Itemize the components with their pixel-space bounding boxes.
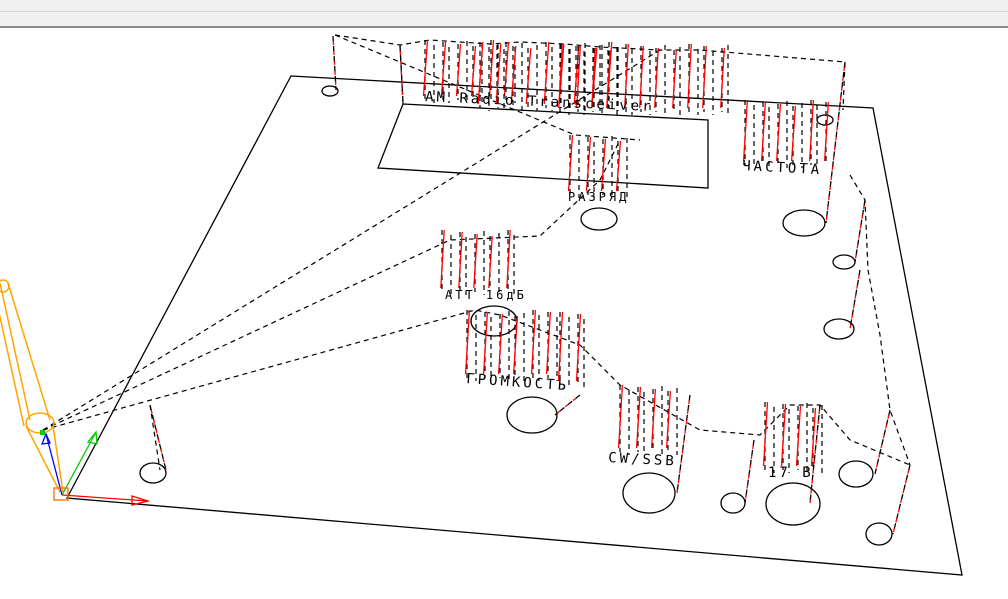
cut-path [650,388,657,449]
cut-path [440,229,445,289]
rapid-move-path [849,174,911,466]
hole-outline [765,482,821,526]
label-frequency: ЧАСТОТА [742,158,823,178]
cut-path [545,311,552,375]
cut-path [440,41,447,97]
toolbar [0,12,1008,28]
hole-outline [720,492,746,514]
cut-path [808,99,815,162]
cut-path [557,311,564,382]
label-mode: CW/SSB [608,450,677,470]
cut-path [600,138,607,192]
cut-path [809,404,821,504]
cut-path [702,45,707,109]
hole-outline [782,209,826,237]
cut-path [512,315,519,375]
axis-triad-icon [40,430,151,506]
cut-path [482,311,489,375]
plunge-path [854,199,866,263]
cut-path [332,35,337,91]
cut-path [464,309,471,375]
cut-path [576,45,581,109]
cut-path [795,405,802,467]
cut-path [617,384,624,449]
cut-path [525,47,532,105]
plunge-path [676,394,691,494]
cut-path [639,45,644,109]
cut-path [488,39,495,97]
rapid-move-path [42,309,911,466]
rapid-move-path [149,404,161,471]
cut-path [543,41,550,105]
cut-path [473,233,478,289]
cut-path [488,235,493,289]
cut-path [687,43,692,109]
hole-outline [823,318,855,340]
cut-path [506,229,511,289]
cut-path [665,390,672,449]
hole-outline [816,114,834,126]
hole-outline [832,254,856,270]
plunge-path [809,404,821,504]
cut-path [825,61,846,224]
cut-path [760,101,767,162]
cut-path [780,403,787,467]
display-cutout [377,103,709,189]
cut-path [672,49,677,109]
cutter-tool-icon [0,279,64,493]
cut-path [790,105,797,162]
cut-path [477,41,484,105]
label-volume: ГРОМКОСТЬ [466,371,570,394]
cut-path [399,45,404,103]
cut-path [470,45,477,97]
cut-path [742,99,749,162]
label-voltage: 17 В [768,465,814,481]
hole-outline [580,207,618,231]
cut-path [458,231,463,289]
cut-path [810,407,817,467]
panel-outline [65,75,963,576]
cut-path [606,49,611,109]
cut-path [720,47,725,109]
cut-path [495,43,502,105]
cut-path [892,464,911,535]
cut-path [624,43,629,109]
hole-outline [838,460,874,488]
plunge-path [874,409,891,475]
cut-path [615,140,622,192]
cut-path [575,313,582,382]
cut-path [775,103,782,162]
cut-path [558,43,563,109]
cut-path [149,404,167,471]
rapid-move-path [334,34,846,111]
cut-path [503,41,510,97]
rapid-move-path [42,49,661,431]
cut-path [530,309,537,375]
cut-path [497,313,504,375]
cut-path [591,47,596,109]
cut-path [762,401,769,467]
label-attenuator: ATT 16дБ [445,288,527,302]
hole-outline [321,85,339,97]
label-discharge: РАЗРЯД [568,190,629,204]
cut-path [654,47,659,109]
plunge-path [744,439,755,504]
cut-path [554,394,581,416]
hole-outline [506,396,558,434]
cut-path [585,136,592,192]
cut-path [567,134,574,192]
cut-path [635,386,642,449]
cut-path [422,39,429,97]
cut-path [676,394,691,494]
hole-outline [622,472,676,514]
cut-path [510,45,517,105]
hole-outline [139,462,167,484]
cut-path [455,43,462,97]
menu-bar [0,0,1008,12]
cut-path [823,101,830,162]
hole-outline [865,522,893,546]
rapid-move-path [42,139,621,431]
